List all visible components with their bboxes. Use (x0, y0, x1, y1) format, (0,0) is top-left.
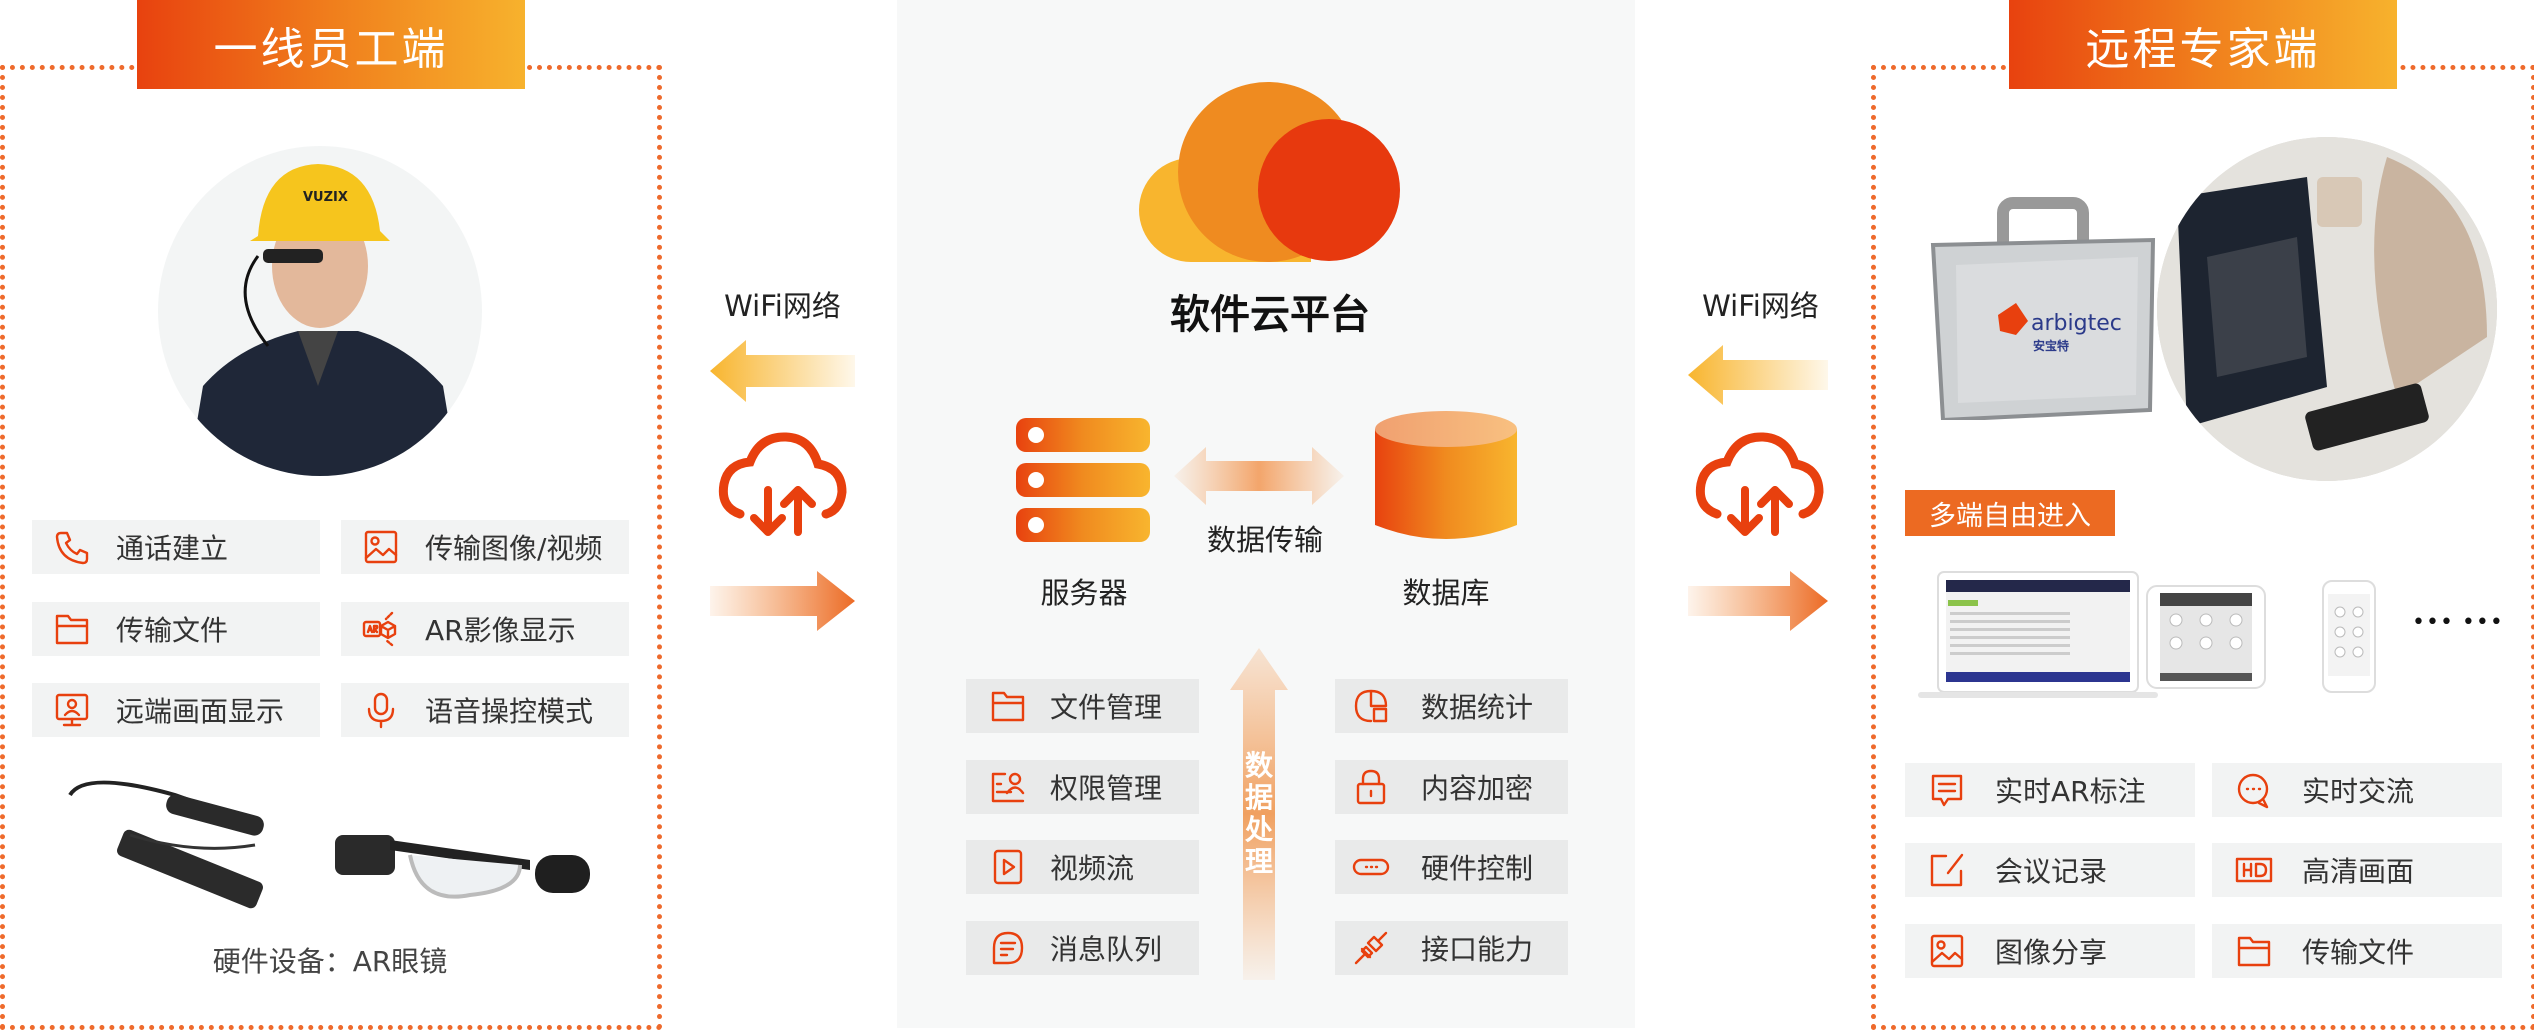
hardware-caption: 硬件设备：AR眼镜 (212, 945, 448, 978)
svg-text:安宝特: 安宝特 (2033, 338, 2069, 353)
equipment-case-image: arbigtec 安宝特 (1928, 195, 2168, 423)
feature-item: 高清画面 (2212, 843, 2502, 897)
feature-item: 接口能力 (1335, 921, 1568, 975)
more-devices-ellipsis: ••• ••• (2412, 610, 2504, 635)
feature-label: AR影像显示 (425, 614, 576, 647)
feature-item: 传输图像/视频 (341, 520, 629, 574)
remote-screen-icon (50, 688, 94, 732)
server-label: 服务器 (1040, 576, 1128, 610)
feature-item: 数据统计 (1335, 679, 1568, 733)
feature-label: 数据统计 (1421, 691, 1534, 724)
microphone-icon (359, 688, 403, 732)
phone-device-image (2322, 580, 2377, 695)
feature-item: 会议记录 (1905, 843, 2195, 897)
svg-text:VUZIX: VUZIX (303, 190, 348, 205)
feature-item: 权限管理 (966, 760, 1199, 814)
feature-label: 语音操控模式 (425, 695, 594, 728)
feature-label: 接口能力 (1421, 933, 1534, 966)
annotation-icon (1925, 768, 1969, 812)
cloud-sync-icon (718, 432, 847, 536)
video-play-icon (986, 845, 1030, 889)
ar-cube-icon (359, 607, 403, 651)
feature-item: 消息队列 (966, 921, 1199, 975)
hardware-icon (1349, 845, 1393, 889)
chart-icon (1349, 684, 1393, 728)
feature-item: 传输文件 (2212, 924, 2502, 978)
feature-item: 通话建立 (32, 520, 320, 574)
feature-item: 视频流 (966, 840, 1199, 894)
feature-label: 传输文件 (116, 614, 229, 647)
arrow-left-icon (710, 340, 855, 402)
feature-label: 硬件控制 (1421, 852, 1534, 885)
feature-label: 远端画面显示 (116, 695, 285, 728)
feature-item: 图像分享 (1905, 924, 2195, 978)
ar-glasses-image-2 (330, 810, 605, 910)
feature-label: 高清画面 (2302, 855, 2415, 888)
arrow-right-icon (710, 571, 855, 631)
folder-icon (50, 607, 94, 651)
multi-device-badge: 多端自由进入 (1905, 490, 2115, 536)
feature-item: 语音操控模式 (341, 683, 629, 737)
phone-icon (50, 525, 94, 569)
feature-label: 通话建立 (116, 532, 229, 565)
permission-icon (986, 765, 1030, 809)
feature-label: 消息队列 (1050, 933, 1163, 966)
svg-text:arbigtec: arbigtec (2031, 311, 2122, 336)
feature-label: 图像分享 (1995, 936, 2108, 969)
edit-icon (1925, 848, 1969, 892)
lock-icon (1349, 765, 1393, 809)
chat-icon (2232, 768, 2276, 812)
cloud-sync-icon (1695, 432, 1824, 536)
arrow-left-icon (1688, 345, 1828, 405)
feature-label: 文件管理 (1050, 691, 1163, 724)
database-icon (1375, 411, 1517, 539)
folder-icon (2232, 929, 2276, 973)
feature-label: 传输图像/视频 (425, 532, 603, 565)
feature-item: 实时交流 (2212, 763, 2502, 817)
feature-item: 远端画面显示 (32, 683, 320, 737)
hd-icon (2232, 848, 2276, 892)
feature-label: 内容加密 (1421, 772, 1534, 805)
feature-label: 传输文件 (2302, 936, 2415, 969)
laptop-device-image (1918, 570, 2158, 705)
folder-icon (986, 684, 1030, 728)
bidirectional-arrow-icon (1174, 447, 1344, 505)
data-processing-label: 数据处理 (1244, 749, 1273, 878)
wifi-label-left: WiFi网络 (724, 289, 841, 323)
plug-icon (1349, 926, 1393, 970)
worker-photo: VUZIX (158, 146, 482, 476)
wifi-label-right: WiFi网络 (1702, 289, 1819, 323)
server-icon (1016, 418, 1150, 542)
feature-item: 硬件控制 (1335, 840, 1568, 894)
frontline-title: 一线员工端 (137, 0, 525, 89)
feature-label: 视频流 (1050, 852, 1135, 885)
feature-item: 实时AR标注 (1905, 763, 2195, 817)
feature-item: 内容加密 (1335, 760, 1568, 814)
arrow-right-icon (1688, 571, 1828, 631)
feature-item: 传输文件 (32, 602, 320, 656)
feature-label: 权限管理 (1050, 772, 1163, 805)
feature-label: 实时AR标注 (1995, 775, 2146, 808)
feature-label: 会议记录 (1995, 855, 2108, 888)
image-icon (1925, 929, 1969, 973)
feature-label: 实时交流 (2302, 775, 2415, 808)
data-transfer-label: 数据传输 (1206, 523, 1323, 557)
message-icon (986, 926, 1030, 970)
feature-item: AR影像显示 (341, 602, 629, 656)
platform-title: 软件云平台 (1170, 292, 1370, 338)
database-label: 数据库 (1402, 576, 1490, 610)
tablet-device-image (2146, 585, 2266, 690)
expert-title: 远程专家端 (2009, 0, 2397, 89)
data-processing-arrow (1230, 648, 1288, 980)
cloud-platform-logo (1139, 82, 1400, 262)
image-icon (359, 525, 403, 569)
expert-photo (2157, 137, 2497, 481)
feature-item: 文件管理 (966, 679, 1199, 733)
ar-glasses-image-1 (55, 775, 305, 910)
